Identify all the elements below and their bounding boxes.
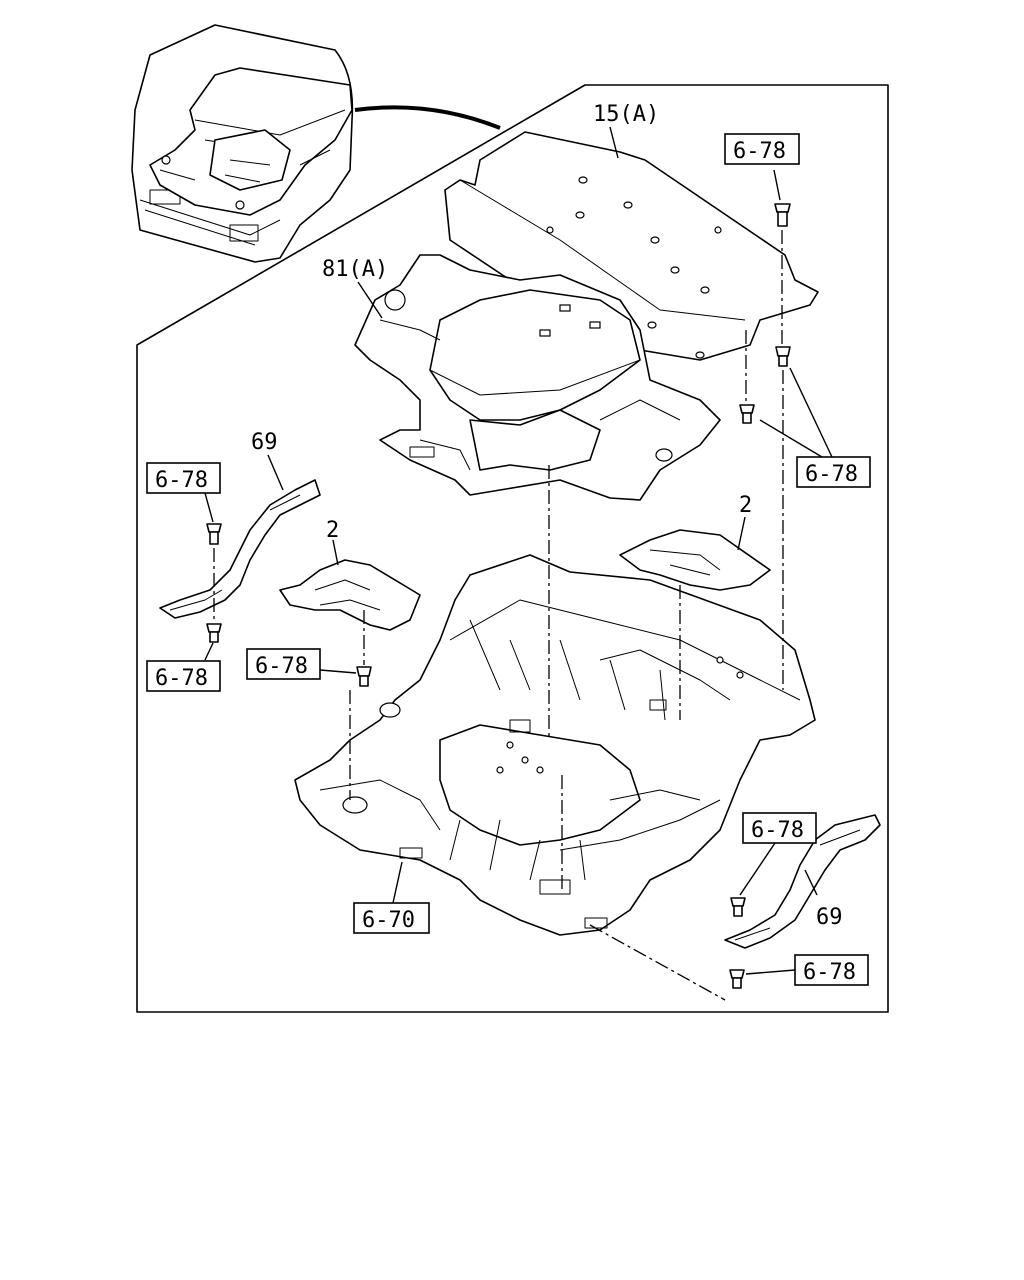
ref-box-right-clips[interactable]: 6-78 — [796, 456, 871, 488]
clip-mid — [775, 346, 791, 367]
part-69-left-trim — [159, 479, 321, 619]
ref-box-center[interactable]: 6-78 — [246, 648, 321, 680]
ref-box-top[interactable]: 6-78 — [724, 133, 800, 165]
clip-top — [774, 203, 791, 227]
svg-text:6-78: 6-78 — [255, 654, 308, 679]
svg-text:6-78: 6-78 — [803, 960, 856, 985]
ref-box-right-lower[interactable]: 6-78 — [794, 954, 869, 986]
svg-text:6-78: 6-78 — [805, 462, 858, 487]
clip-right-upper — [730, 897, 746, 917]
floor-panel — [294, 554, 816, 936]
clip-left-upper — [206, 523, 222, 545]
ref-box-floor[interactable]: 6-70 — [353, 902, 430, 934]
label-2-left: 2 — [326, 518, 339, 543]
clip-center — [356, 666, 372, 687]
svg-text:6-78: 6-78 — [155, 666, 208, 691]
ref-box-left-upper[interactable]: 6-78 — [146, 462, 221, 494]
part-69-right-trim — [724, 814, 881, 949]
diagram-frame — [136, 84, 889, 1013]
clip-a — [739, 404, 755, 424]
cab-overview-inset — [131, 24, 501, 263]
svg-text:6-78: 6-78 — [155, 468, 208, 493]
label-69-left: 69 — [251, 430, 278, 455]
leader-lines — [204, 126, 833, 975]
label-81a: 81(A) — [322, 257, 388, 282]
label-2-right: 2 — [739, 493, 752, 518]
label-69-right: 69 — [816, 905, 843, 930]
svg-text:6-78: 6-78 — [751, 818, 804, 843]
ref-box-right-upper[interactable]: 6-78 — [742, 812, 817, 844]
part-2-right-pad — [619, 529, 771, 591]
svg-text:6-78: 6-78 — [733, 139, 786, 164]
clip-right-lower — [729, 969, 745, 989]
label-15a: 15(A) — [593, 102, 659, 127]
assembly-lines — [213, 230, 784, 1001]
clip-left-lower — [206, 623, 222, 643]
part-2-left-pad — [279, 559, 421, 631]
part-81a-panel — [354, 254, 721, 501]
svg-text:6-70: 6-70 — [362, 908, 415, 933]
part-15a-panel — [444, 131, 819, 361]
ref-box-left-lower[interactable]: 6-78 — [146, 660, 221, 692]
